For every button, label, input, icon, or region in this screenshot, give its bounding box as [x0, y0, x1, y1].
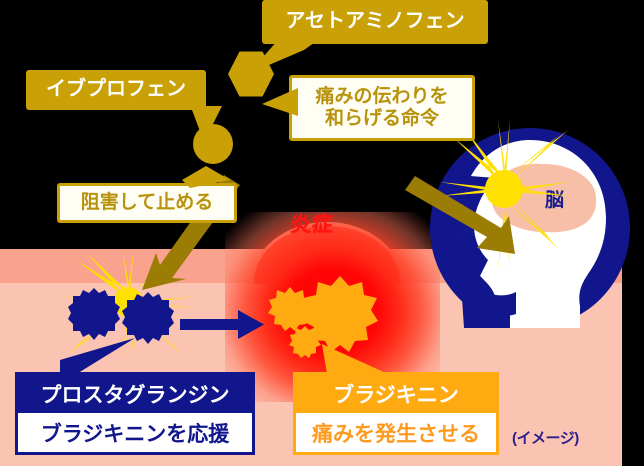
prostaglandin-to-bradykinin-arrow: [180, 310, 264, 339]
inflammation-label: 炎症: [290, 213, 334, 236]
prostaglandin-molecule-1: [68, 288, 120, 340]
acetaminophen-signal-arrow: [405, 176, 515, 254]
label-prostaglandin[interactable]: プロスタグランジン ブラジキニンを応援: [15, 372, 255, 455]
bradykinin-molecule-medium: [268, 287, 312, 331]
label-bradykinin-role: 痛みを発生させる: [296, 413, 496, 452]
label-prostaglandin-role: ブラジキニンを応援: [18, 413, 252, 452]
callout-ibuprofen-action[interactable]: 阻害して止める: [57, 183, 237, 223]
label-bradykinin-name: ブラジキニン: [333, 384, 459, 407]
ibuprofen-molecule: [193, 124, 233, 164]
callout-ibuprofen-action-tail: [182, 166, 230, 188]
callout-acetaminophen-action[interactable]: 痛みの伝わりを 和らげる命令: [289, 75, 475, 141]
mouth-notch: [488, 292, 516, 317]
prostaglandin-molecule-2: [122, 292, 174, 344]
prostaglandin-label-tail: [60, 338, 135, 378]
bradykinin-molecule-large: [302, 276, 378, 352]
label-bradykinin[interactable]: ブラジキニン 痛みを発生させる: [293, 372, 499, 455]
bradykinin-molecule-small: [289, 326, 321, 358]
callout-acetaminophen[interactable]: アセトアミノフェン: [262, 0, 488, 44]
callout-acetaminophen-tail: [248, 40, 318, 74]
callout-ibuprofen[interactable]: イブプロフェン: [26, 70, 206, 110]
image-disclaimer-note: (イメージ): [512, 430, 579, 447]
callout-acetaminophen-action-tail: [262, 88, 298, 116]
callout-ibuprofen-tail: [178, 106, 222, 142]
bradykinin-label-tail: [322, 344, 388, 380]
label-prostaglandin-name: プロスタグランジン: [40, 384, 230, 407]
